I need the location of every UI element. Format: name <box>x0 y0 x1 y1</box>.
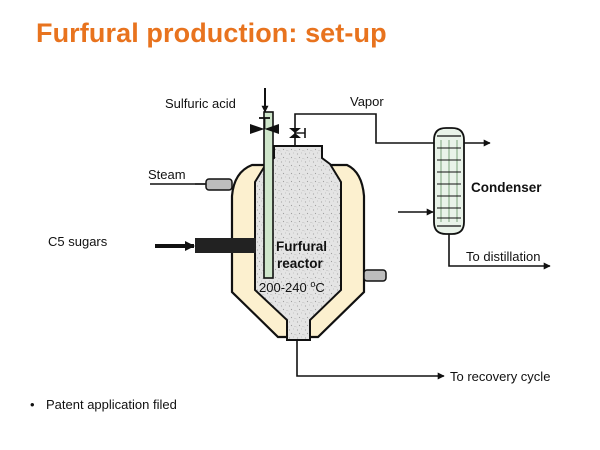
temperature-degree: o <box>310 279 315 289</box>
distillation-line <box>448 234 551 270</box>
temperature-unit: C <box>315 280 324 295</box>
slide-title: Furfural production: set-up <box>36 18 387 48</box>
reactor-label-line2: reactor <box>277 256 324 271</box>
steam-port <box>205 178 233 191</box>
sulfuric-acid-label: Sulfuric acid <box>165 96 236 111</box>
to-distillation-label: To distillation <box>466 249 540 264</box>
to-recovery-cycle-label: To recovery cycle <box>450 369 550 384</box>
bullet-list-item: • Patent application filed <box>30 397 177 412</box>
jacket-outlet-port <box>363 269 387 282</box>
acid-valve-icon <box>250 117 279 134</box>
c5-sugars-inlet <box>195 238 256 253</box>
reactor-temperature: 200-240 oC <box>259 279 325 295</box>
c5-sugars-label: C5 sugars <box>48 234 108 249</box>
steam-label: Steam <box>148 167 186 182</box>
vapor-label: Vapor <box>350 94 384 109</box>
reactor-label-line1: Furfural <box>276 239 327 254</box>
temperature-range: 200-240 <box>259 280 310 295</box>
bullet-marker: • <box>30 397 35 412</box>
condenser <box>433 127 465 235</box>
vapor-valve-icon <box>289 128 306 138</box>
sulfuric-acid-pipe <box>263 111 274 279</box>
condenser-label: Condenser <box>471 180 542 195</box>
bullet-text: Patent application filed <box>46 397 177 412</box>
vapor-line <box>294 113 491 147</box>
recovery-line <box>296 340 445 380</box>
reactor-vessel <box>254 145 342 341</box>
